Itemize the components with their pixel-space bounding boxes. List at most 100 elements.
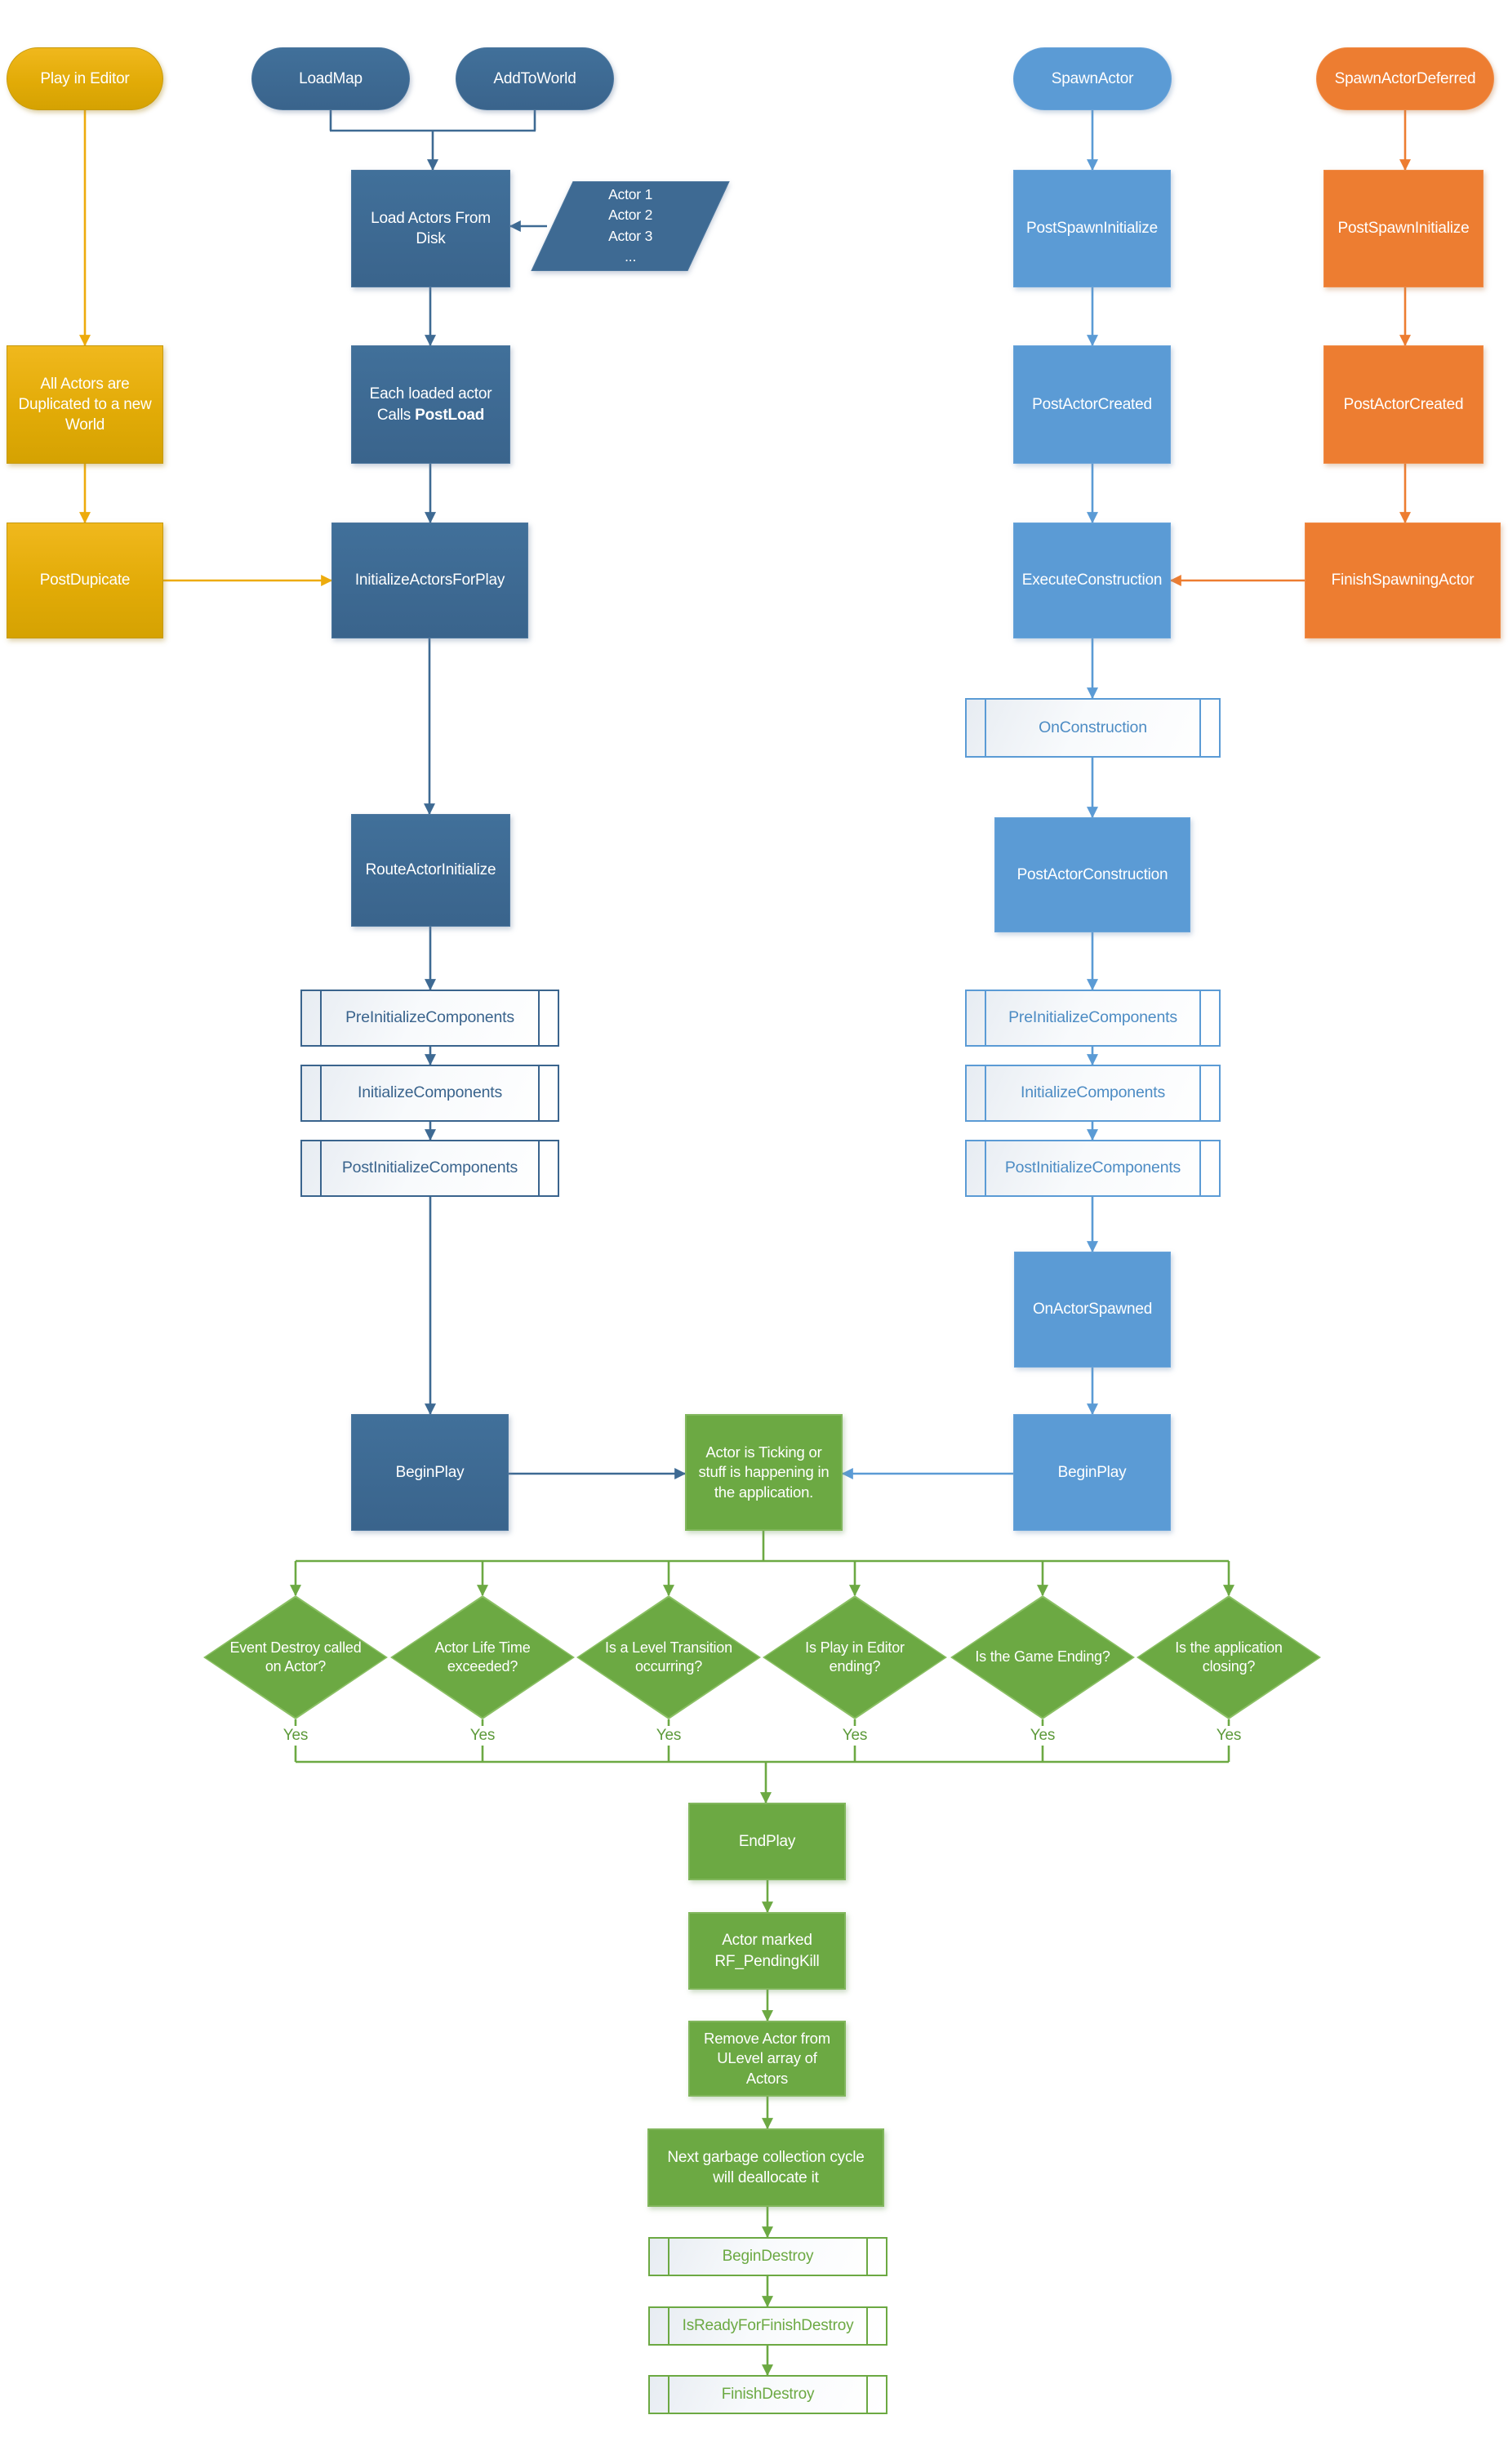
yes-label-1: Yes	[269, 1726, 322, 1746]
decision-label: Actor Life Time exceeded?	[434, 1639, 531, 1675]
yes-label-3: Yes	[643, 1726, 695, 1746]
step-all-actors-duplicated: All Actors are Duplicated to a new World	[7, 345, 163, 464]
subroutine-label: InitializeComponents	[357, 1083, 502, 1102]
subroutine-label: OnConstruction	[1039, 718, 1147, 736]
terminator-label: SpawnActor	[1051, 69, 1134, 87]
subroutine-label: PostInitializeComponents	[341, 1159, 518, 1177]
step-label: Load Actors From Disk	[371, 209, 491, 247]
data-actor-list: Actor 1 Actor 2 Actor 3 ...	[531, 181, 730, 271]
yes-label-2: Yes	[456, 1726, 509, 1746]
terminator-label: Play in Editor	[40, 69, 130, 87]
decision-label: Event Destroy called on Actor?	[229, 1639, 362, 1675]
subroutine-post-initialize-components-right: PostInitializeComponents	[965, 1140, 1221, 1197]
step-actor-ticking: Actor is Ticking or stuff is happening i…	[685, 1414, 843, 1531]
dark-blue-connectors	[329, 110, 687, 1479]
subroutine-post-initialize-components-left: PostInitializeComponents	[300, 1140, 559, 1197]
subroutine-initialize-components-right: InitializeComponents	[965, 1065, 1221, 1122]
subroutine-pre-initialize-components-left: PreInitializeComponents	[300, 990, 559, 1047]
yes-stubs	[294, 1719, 1230, 1762]
step-execute-construction: ExecuteConstruction	[1013, 523, 1171, 638]
step-initialize-actors-for-play: InitializeActorsForPlay	[331, 523, 528, 638]
step-label: PostActorConstruction	[1016, 865, 1168, 883]
step-label: PostSpawnInitialize	[1337, 220, 1470, 238]
subroutine-is-ready-for-finish-destroy: IsReadyForFinishDestroy	[648, 2306, 887, 2346]
decision-label: Is the Game Ending?	[975, 1648, 1110, 1666]
step-end-play: EndPlay	[688, 1803, 846, 1880]
step-label: RouteActorInitialize	[365, 861, 496, 879]
terminator-label: LoadMap	[299, 69, 363, 87]
subroutine-on-construction: OnConstruction	[965, 698, 1221, 758]
decision-level-transition: Is a Level Transition occurring?	[576, 1595, 761, 1719]
step-post-actor-created-blue: PostActorCreated	[1013, 345, 1171, 464]
terminator-label: AddToWorld	[493, 69, 576, 87]
subroutine-finish-destroy: FinishDestroy	[648, 2375, 887, 2414]
terminator-spawn-actor: SpawnActor	[1013, 47, 1172, 110]
terminator-spawn-actor-deferred: SpawnActorDeferred	[1316, 47, 1494, 110]
step-label: PostDupicate	[39, 572, 131, 589]
step-label: EndPlay	[738, 1832, 796, 1850]
subroutine-begin-destroy: BeginDestroy	[648, 2237, 887, 2276]
yellow-connectors	[79, 110, 333, 586]
step-remove-actor-from-ulevel: Remove Actor from ULevel array of Actors	[688, 2021, 846, 2097]
step-label: OnActorSpawned	[1032, 1301, 1153, 1319]
each-loaded-line1: Each loaded actor	[369, 385, 492, 403]
subroutine-label: PreInitializeComponents	[345, 1008, 514, 1027]
yes-label-5: Yes	[1016, 1726, 1069, 1746]
step-label: Next garbage collection cycle will deall…	[667, 2148, 865, 2186]
step-label: Actor is Ticking or stuff is happening i…	[698, 1443, 830, 1501]
decision-game-ending: Is the Game Ending?	[950, 1595, 1135, 1719]
orange-connectors	[1169, 110, 1411, 586]
step-label: BeginPlay	[1057, 1463, 1127, 1481]
subroutine-label: FinishDestroy	[721, 2386, 815, 2404]
step-label: Actor marked RF_PendingKill	[714, 1932, 820, 1970]
decision-label: Is a Level Transition occurring?	[605, 1639, 732, 1675]
post-load-bold: PostLoad	[415, 406, 485, 424]
step-label: PostSpawnInitialize	[1026, 220, 1158, 238]
step-label: ExecuteConstruction	[1021, 572, 1163, 589]
step-post-actor-created-orange: PostActorCreated	[1323, 345, 1484, 464]
terminator-play-in-editor: Play in Editor	[7, 47, 163, 110]
subroutine-pre-initialize-components-right: PreInitializeComponents	[965, 990, 1221, 1047]
step-begin-play-right: BeginPlay	[1013, 1414, 1171, 1531]
step-load-actors-from-disk: Load Actors From Disk	[351, 170, 510, 287]
step-label: FinishSpawningActor	[1331, 572, 1475, 589]
step-post-spawn-initialize-blue: PostSpawnInitialize	[1013, 170, 1171, 287]
step-route-actor-initialize: RouteActorInitialize	[351, 814, 510, 927]
step-post-dupicate: PostDupicate	[7, 523, 163, 638]
medium-blue-connectors	[841, 110, 1098, 1479]
subroutine-label: PostInitializeComponents	[1004, 1159, 1181, 1177]
subroutine-label: PreInitializeComponents	[1008, 1008, 1177, 1027]
step-label: Remove Actor from ULevel array of Actors	[704, 2029, 830, 2087]
yes-label-4: Yes	[829, 1726, 881, 1746]
step-label: PostActorCreated	[1032, 395, 1152, 413]
actor-list-line: Actor 1	[607, 186, 653, 203]
step-on-actor-spawned: OnActorSpawned	[1014, 1252, 1171, 1368]
step-label: BeginPlay	[395, 1463, 465, 1481]
actor-list-line: Actor 3	[607, 228, 653, 244]
terminator-label: SpawnActorDeferred	[1334, 69, 1476, 87]
calls-prefix: Calls	[376, 406, 416, 424]
step-begin-play-left: BeginPlay	[351, 1414, 509, 1531]
decision-application-closing: Is the application closing?	[1137, 1595, 1321, 1719]
decision-actor-lifetime: Actor Life Time exceeded?	[390, 1595, 575, 1719]
step-post-spawn-initialize-orange: PostSpawnInitialize	[1323, 170, 1484, 287]
merge-loadmap-addtoworld	[329, 110, 536, 132]
decision-pie-ending: Is Play in Editor ending?	[763, 1595, 947, 1719]
terminator-load-map: LoadMap	[251, 47, 410, 110]
step-label: PostActorCreated	[1343, 395, 1464, 413]
subroutine-label: InitializeComponents	[1020, 1083, 1165, 1102]
terminator-add-to-world: AddToWorld	[456, 47, 614, 110]
decision-label: Is Play in Editor ending?	[805, 1639, 905, 1675]
subroutine-label: IsReadyForFinishDestroy	[682, 2317, 854, 2335]
actor-list-line: ...	[625, 248, 636, 265]
step-post-actor-construction: PostActorConstruction	[994, 817, 1190, 932]
step-label: All Actors are Duplicated to a new World	[18, 375, 152, 434]
decision-label: Is the application closing?	[1175, 1639, 1283, 1675]
step-finish-spawning-actor: FinishSpawningActor	[1305, 523, 1501, 638]
decision-event-destroy: Event Destroy called on Actor?	[203, 1595, 388, 1719]
step-label: InitializeActorsForPlay	[354, 572, 505, 589]
step-label: Each loaded actor Calls PostLoad	[352, 384, 509, 425]
step-each-loaded-actor: Each loaded actor Calls PostLoad	[351, 345, 510, 464]
step-next-garbage-collection: Next garbage collection cycle will deall…	[647, 2128, 884, 2207]
